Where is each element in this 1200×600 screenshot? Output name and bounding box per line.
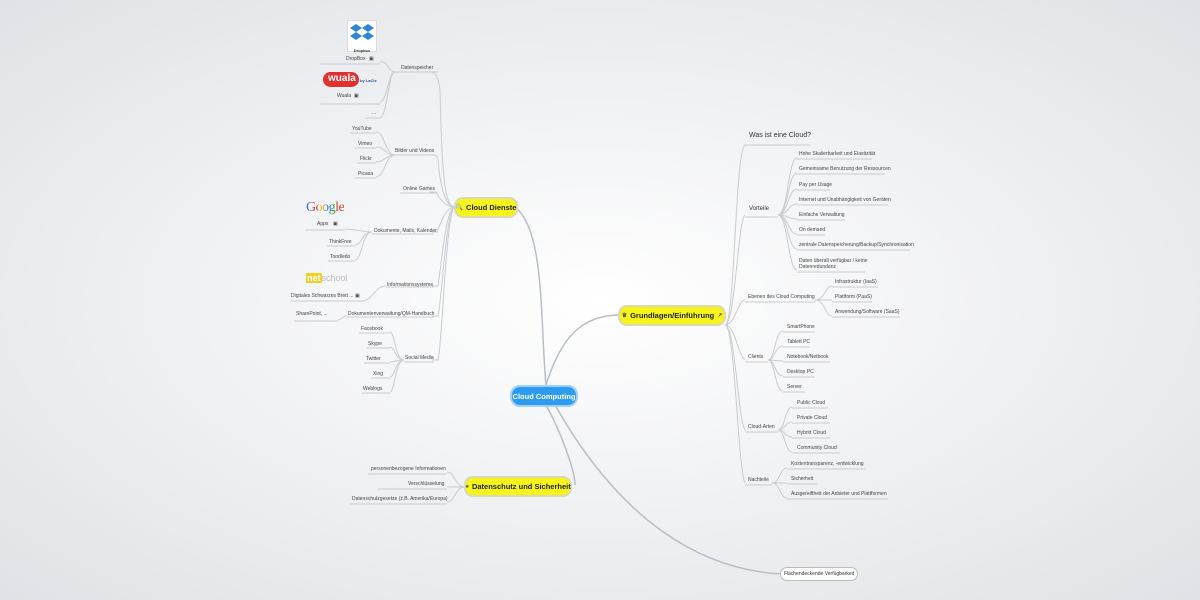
wuala-logo: wuala by LaCie [323,72,379,88]
client-item[interactable]: Notebook/Netbook [787,354,829,360]
leaf-skype[interactable]: Skype [368,341,382,347]
topic-ebenen[interactable]: Ebenen des Cloud Computing [748,294,815,300]
topic-online-games[interactable]: Online Games [403,186,435,192]
topic-dokumente[interactable]: Dokumente, Mails, Kalender [374,228,437,234]
leaf-wuala[interactable]: Wuala [337,93,352,99]
ebene-item[interactable]: Infrastruktur (IaaS) [835,279,877,285]
ebene-item[interactable]: Plattform (PaaS) [835,294,872,300]
art-item[interactable]: Hybrid Cloud [797,430,826,436]
datenschutz-item[interactable]: Datenschutzgesetze (z.B. Amerika/Europa) [352,496,448,502]
nachteil-item[interactable]: Sicherheit [791,476,814,482]
central-node[interactable]: Cloud Computing [510,385,578,407]
client-item[interactable]: Tablett PC [787,339,811,345]
school-logo-text: school [321,273,348,283]
leaf-youtube[interactable]: YouTube [352,126,372,132]
art-item[interactable]: Private Cloud [797,415,828,421]
topic-nachteile[interactable]: Nachteile [748,477,769,483]
link-icon: ↗ [717,313,723,319]
ebene-item[interactable]: Anwendung/Software (SaaS) [835,309,900,315]
branch-flaechendeckend[interactable]: Flächendeckende Verfügbarkeit [780,567,858,581]
art-item[interactable]: Public Cloud [797,400,826,406]
dropbox-logo: Dropbox [347,20,377,53]
magnifier-icon: 🔍 [455,205,464,211]
leaf-thinkfree[interactable]: ThinkFree [329,239,352,245]
branch-cloud-dienste-label: Cloud Dienste [466,203,517,212]
vorteil-item[interactable]: Daten überall verfügbar / keine [799,258,868,264]
dropbox-box-icon [350,24,374,40]
wuala-logo-text: wuala [328,73,356,84]
topic-was-ist-cloud[interactable]: Was ist eine Cloud? [749,132,811,139]
leaf-more[interactable]: ... [372,110,377,116]
vorteil-item[interactable]: Einfache Verwaltung [799,212,845,218]
branch-grundlagen[interactable]: ♛ Grundlagen/Einführung ↗ [618,305,726,326]
image-icon: ▣ [355,293,360,299]
leaf-flickr[interactable]: Flickr [360,156,372,162]
topic-clients[interactable]: Clients [748,354,764,360]
topic-social-media[interactable]: Social Media [405,355,434,361]
image-icon: ▣ [369,56,374,62]
leaf-apps[interactable]: Apps [317,221,329,227]
image-icon: ▣ [333,221,338,227]
vorteil-item[interactable]: zentrale Datenspeicherung/Backup/Synchro… [799,242,914,248]
netschool-logo: netschool [306,268,348,283]
leaf-dropbox[interactable]: DropBox [346,56,366,62]
vorteil-item[interactable]: Hohe Skalierbarkeit und Elastizität [799,151,876,157]
vorteil-item[interactable]: Gemeinsame Benutzung der Ressourcen [799,166,891,172]
net-logo-text: net [306,273,322,283]
leaf-weblogs[interactable]: Weblogs [363,386,383,392]
leaf-vimeo[interactable]: Vimeo [358,141,373,147]
topic-vorteile[interactable]: Vorteile [749,206,770,212]
topic-dokumentenverwaltung[interactable]: Dokumentenverwaltung/QM-Handbuch [348,311,435,317]
wuala-by-text: by LaCie [360,78,377,83]
topic-cloud-arten[interactable]: Cloud-Arten [748,424,775,430]
central-node-label: Cloud Computing [512,391,576,401]
datenschutz-item[interactable]: Verschlüsselung [408,481,445,487]
nachteil-item[interactable]: Kostentransparenz, -entwicklung [791,461,864,467]
datenschutz-item[interactable]: personenbezogene Informationen [371,466,446,472]
leaf-toodledo[interactable]: Toodledo [330,254,351,260]
client-item[interactable]: Server [787,384,802,390]
nachteil-item[interactable]: Ausgereiftheit der Anbieter und Plattfor… [791,491,887,497]
dropbox-logo-text: Dropbox [353,48,371,53]
branch-cloud-dienste[interactable]: 🔍 Cloud Dienste [454,197,518,218]
branch-flaechendeckend-label: Flächendeckende Verfügbarkeit [783,571,855,577]
lock-icon: ● [465,483,469,490]
leaf-xing[interactable]: Xing [373,371,384,377]
leaf-facebook[interactable]: Facebook [361,326,383,332]
image-icon: ▣ [354,93,359,99]
branch-grundlagen-label: Grundlagen/Einführung [630,311,715,320]
branch-datenschutz-label: Datenschutz und Sicherheit [471,482,571,491]
leaf-sharepoint[interactable]: SharePoint, ... [296,311,328,317]
client-item[interactable]: SmartPhone [787,324,815,330]
leaf-twitter[interactable]: Twitter [366,356,381,362]
leaf-picasa[interactable]: Picasa [358,171,374,177]
art-item[interactable]: Community Cloud [797,445,837,451]
topic-bilder-videos[interactable]: Bilder und Videos [395,148,435,154]
google-logo: Google [306,200,345,216]
client-item[interactable]: Desktop PC [787,369,814,375]
vorteil-item[interactable]: Internet und Unabhängigkeit von Geräten [799,197,891,203]
crown-icon: ♛ [621,313,628,319]
vorteil-item[interactable]: On demand [799,227,826,233]
vorteil-item[interactable]: Pay per Usage [799,182,833,188]
topic-informationssysteme[interactable]: Informationssysteme [387,282,434,288]
branch-datenschutz[interactable]: ● Datenschutz und Sicherheit [464,476,572,497]
topic-datenspeicher[interactable]: Datenspeicher [401,65,434,71]
vorteil-item-cont: Datenredundanz [799,264,836,270]
google-logo-text: Google [306,200,345,215]
leaf-digitales-brett[interactable]: Digitales Schwarzes Brett ... [291,293,354,299]
